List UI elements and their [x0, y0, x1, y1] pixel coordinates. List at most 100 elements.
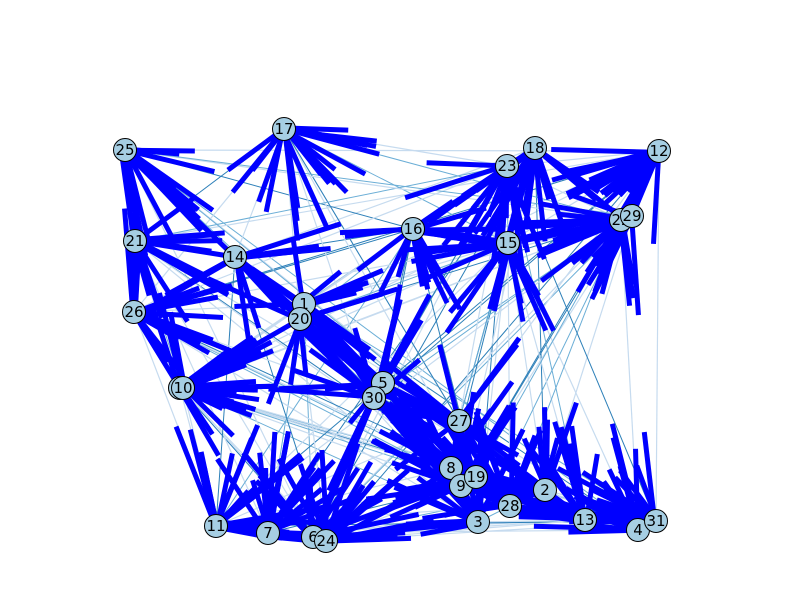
node-14[interactable]: 14 [223, 245, 247, 269]
arrow-8-to-24-463 [326, 495, 413, 545]
arrow-27-to-24-474 [324, 482, 393, 543]
node-circle [122, 300, 146, 324]
node-11[interactable]: 11 [204, 514, 228, 538]
node-13[interactable]: 13 [573, 508, 597, 532]
node-circle [644, 509, 668, 533]
node-label: 3 [473, 513, 483, 531]
arrow-23-to-17-345 [283, 127, 377, 149]
node-23[interactable]: 23 [495, 154, 519, 178]
node-circle [272, 117, 296, 141]
arrow-18-to-13-265 [567, 443, 587, 520]
node-circle [620, 204, 644, 228]
node-3[interactable]: 3 [466, 510, 490, 534]
arrow-20-to-23-443 [427, 162, 510, 225]
node-25[interactable]: 25 [113, 138, 137, 162]
node-31[interactable]: 31 [644, 509, 668, 533]
node-label: 31 [646, 512, 665, 530]
node-20[interactable]: 20 [288, 307, 312, 331]
node-circle [113, 138, 137, 162]
arrow-1-to-31-613 [581, 470, 659, 523]
node-circle [204, 514, 228, 538]
arrow-13-to-23-456 [505, 166, 531, 253]
node-circle [123, 229, 147, 253]
node-circle [223, 245, 247, 269]
arrow-24-to-25-496 [124, 150, 176, 241]
node-label: 17 [274, 120, 293, 138]
arrow-20-to-26-514 [134, 310, 224, 321]
arrow-29-to-28-550 [506, 434, 538, 506]
node-circle [495, 154, 519, 178]
node-circle [288, 307, 312, 331]
node-label: 1 [299, 295, 309, 313]
arrow-31-to-29-558 [629, 217, 641, 316]
node-circle [362, 386, 386, 410]
arrow-31-to-27-534 [458, 420, 520, 458]
arrow-17-to-12-242 [551, 147, 659, 155]
node-label: 28 [500, 497, 519, 515]
arrow-14-to-20-387 [242, 265, 301, 321]
node-7[interactable]: 7 [256, 521, 280, 545]
arrow-8-to-30-593 [372, 395, 447, 460]
arrow-15-to-17-347 [283, 128, 367, 177]
arrow-28-to-24-468 [326, 517, 434, 544]
arrow-1-to-17-346 [282, 127, 301, 209]
node-circle [401, 217, 425, 241]
node-label: 9 [456, 477, 466, 495]
edge-12-21 [134, 150, 660, 242]
arrow-14-to-17-341 [256, 129, 287, 203]
node-15[interactable]: 15 [496, 231, 520, 255]
node-19[interactable]: 19 [464, 465, 488, 489]
arrow-7-to-16-319 [378, 229, 415, 294]
node-label: 16 [403, 220, 422, 238]
arrow-29-to-26-515 [133, 294, 219, 315]
arrow-12-to-10-200 [180, 339, 273, 391]
node-circle [533, 478, 557, 502]
arrow-0-to-30-574 [268, 386, 373, 400]
node-28[interactable]: 28 [498, 494, 522, 518]
node-circle [447, 409, 471, 433]
arrow-14-to-24-471 [298, 463, 329, 542]
node-label: 26 [124, 303, 143, 321]
arrow-31-to-26-513 [133, 308, 214, 343]
node-label: 25 [115, 141, 134, 159]
arrow-20-to-11-222 [214, 437, 254, 526]
node-12[interactable]: 12 [647, 139, 671, 163]
arrow-15-to-16-312 [412, 227, 507, 248]
arrow-0-to-20-402 [220, 316, 303, 367]
node-2[interactable]: 2 [533, 478, 557, 502]
node-30[interactable]: 30 [362, 386, 386, 410]
node-label: 10 [173, 379, 192, 397]
arrow-4-to-15-302 [505, 242, 549, 332]
node-21[interactable]: 21 [123, 229, 147, 253]
node-label: 2 [540, 481, 550, 499]
node-27[interactable]: 27 [447, 409, 471, 433]
arrow-30-to-25-493 [124, 149, 201, 225]
arrow-12-to-24-469 [324, 479, 377, 542]
arrow-29-to-20-395 [299, 291, 383, 322]
arrow-16-to-14-275 [234, 243, 320, 261]
arrow-26-to-30-592 [293, 367, 377, 402]
node-label: 11 [206, 517, 225, 535]
node-16[interactable]: 16 [401, 217, 425, 241]
node-10[interactable]: 10 [171, 376, 195, 400]
arrow-21-to-25-497 [123, 149, 139, 222]
arrow-16-to-27-532 [437, 344, 462, 423]
arrow-7-to-14-281 [233, 257, 251, 339]
node-24[interactable]: 24 [314, 529, 338, 553]
arrow-18-to-2-53 [542, 407, 549, 492]
edge-6-29 [312, 215, 633, 538]
node-26[interactable]: 26 [122, 300, 146, 324]
node-label: 18 [525, 139, 544, 157]
arrow-24-to-28-546 [422, 502, 510, 521]
arrow-15-to-12-244 [594, 148, 660, 192]
node-17[interactable]: 17 [272, 117, 296, 141]
node-18[interactable]: 18 [523, 136, 547, 160]
node-29[interactable]: 29 [620, 204, 644, 228]
arrow-26-to-11-217 [173, 425, 219, 528]
node-label: 19 [466, 468, 485, 486]
edge-12-31 [655, 150, 660, 522]
arrow-5-to-11-220 [214, 452, 303, 528]
arrow-15-to-25-484 [124, 147, 216, 175]
